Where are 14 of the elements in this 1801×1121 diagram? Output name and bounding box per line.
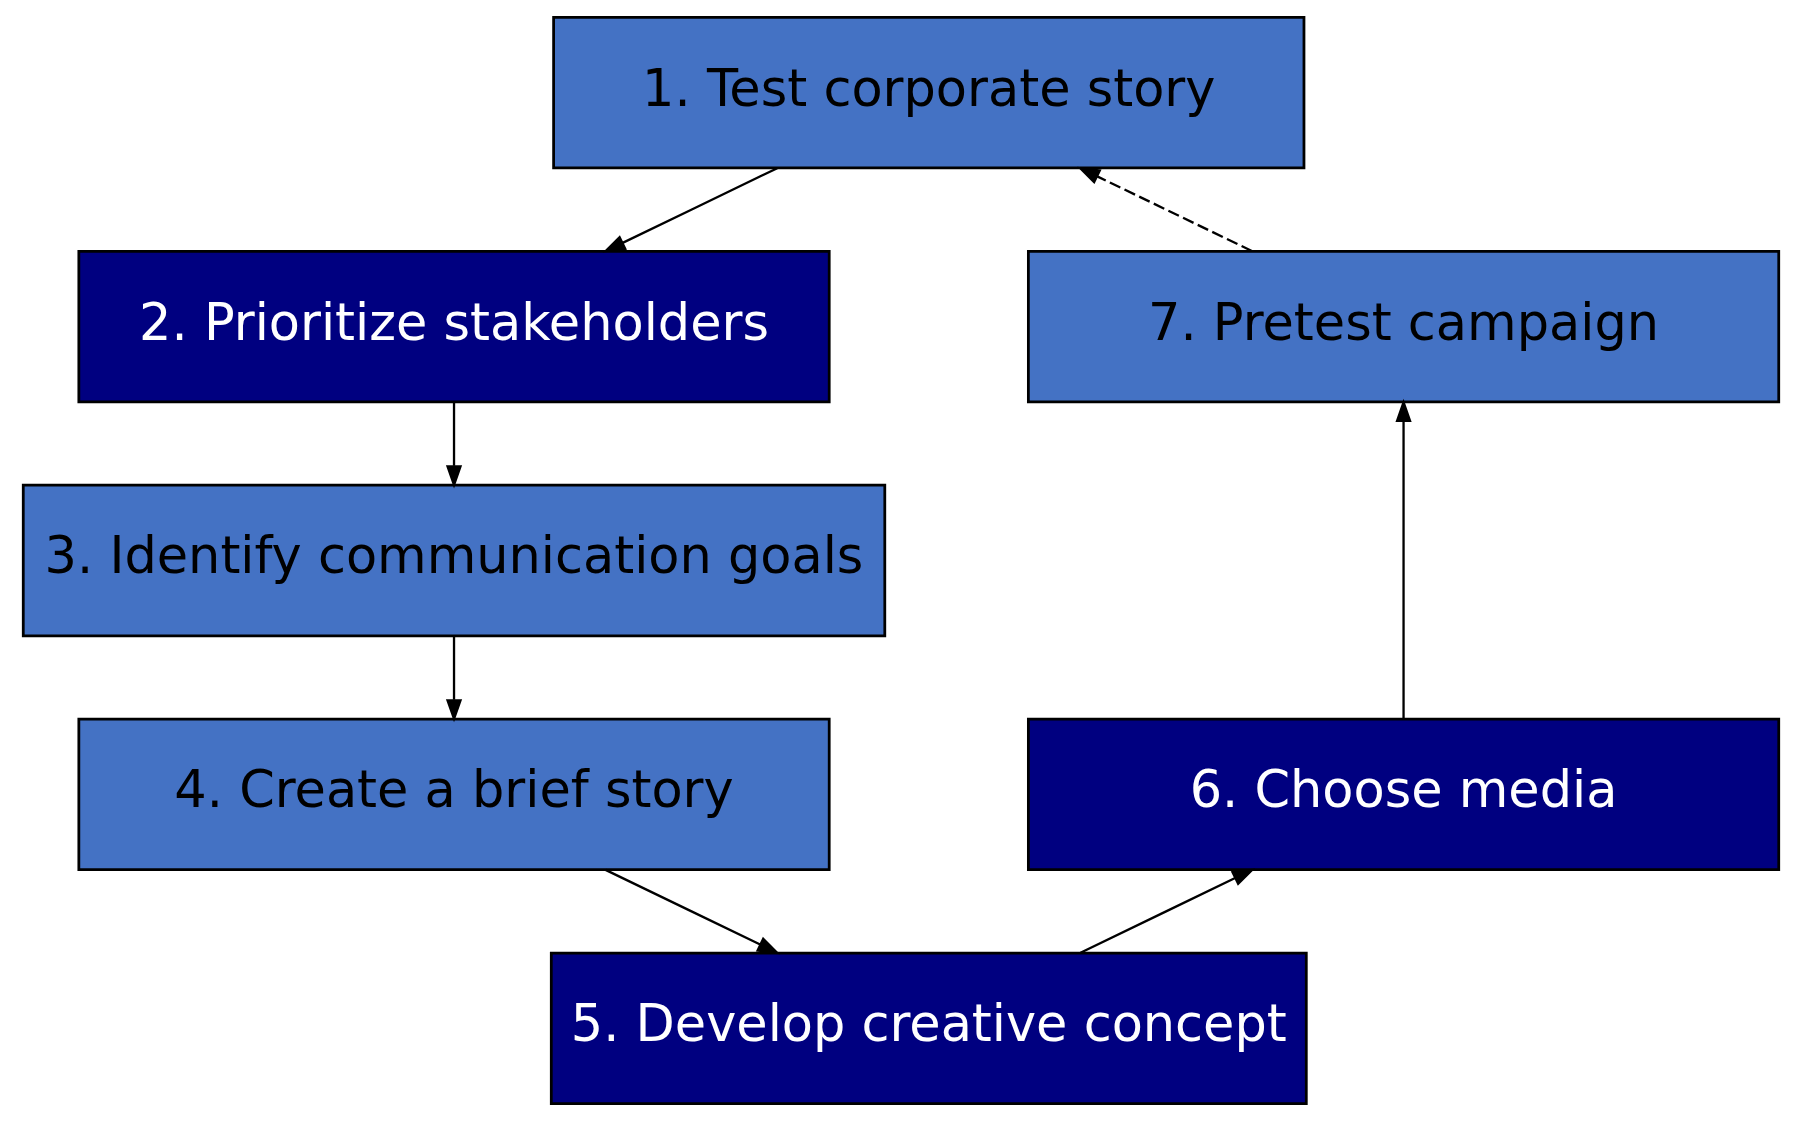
node-box: 2. Prioritize stakeholders [76,249,831,404]
node-box: 6. Choose media [1026,717,1780,872]
arrow [445,402,462,489]
arrow [602,167,778,253]
arrow [604,868,780,955]
node-box: 1. Test corporate story [551,16,1305,170]
node-box: 4. Create a brief story [76,717,831,872]
node-box: 5. Develop creative concept [549,951,1308,1105]
node-box: 3. Identify communication goals [21,483,886,638]
arrow [445,636,462,723]
arrow [1394,398,1412,720]
arrow [1076,166,1252,253]
node-box: 7. Pretest campaign [1026,249,1780,404]
arrow [1079,868,1255,954]
